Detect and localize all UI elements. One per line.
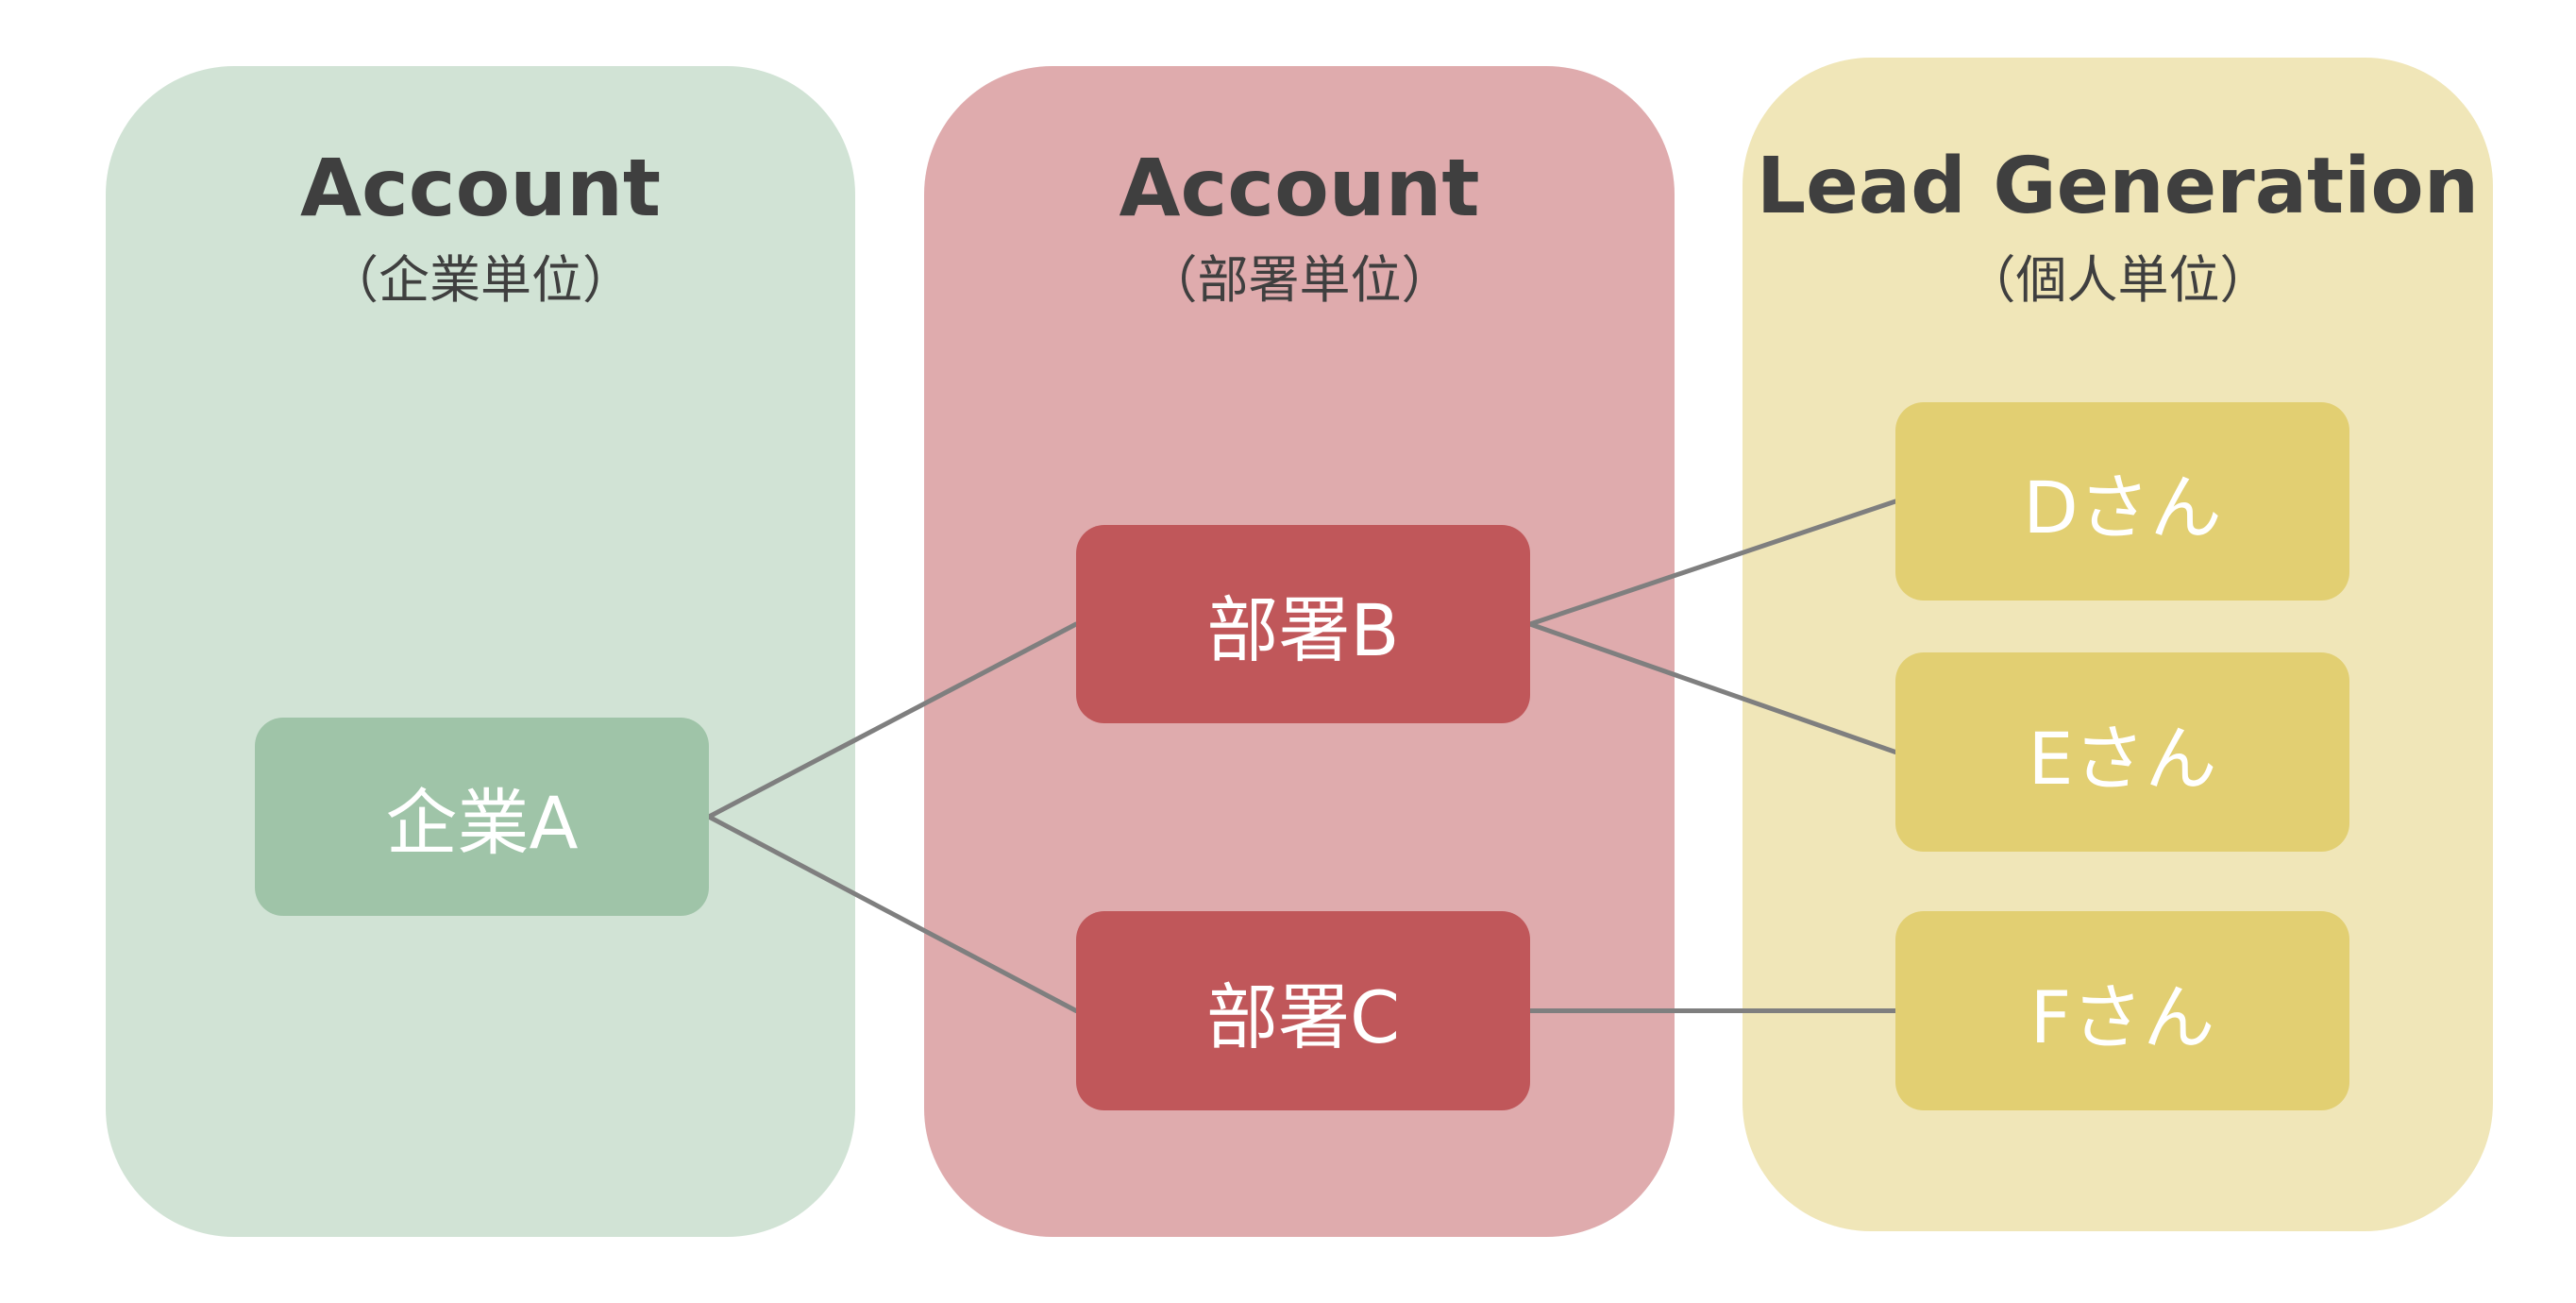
node-company-a: 企業A <box>255 718 709 916</box>
column-title: Account <box>299 142 662 234</box>
node-person-d: Dさん <box>1895 402 2349 601</box>
node-department-c: 部署C <box>1076 911 1530 1110</box>
column-title: Lead Generation <box>1756 142 2480 231</box>
column-lead-generation: Lead Generation （個人単位） <box>1743 58 2493 1231</box>
node-person-e: Eさん <box>1895 652 2349 852</box>
column-subtitle: （部署単位） <box>1146 250 1453 310</box>
column-subtitle: （個人単位） <box>1964 250 2271 310</box>
column-subtitle: （企業単位） <box>328 250 633 310</box>
node-person-f: Fさん <box>1895 911 2349 1110</box>
node-department-b: 部署B <box>1076 525 1530 723</box>
column-account-company: Account （企業単位） <box>106 66 855 1237</box>
column-title: Account <box>1119 142 1480 234</box>
